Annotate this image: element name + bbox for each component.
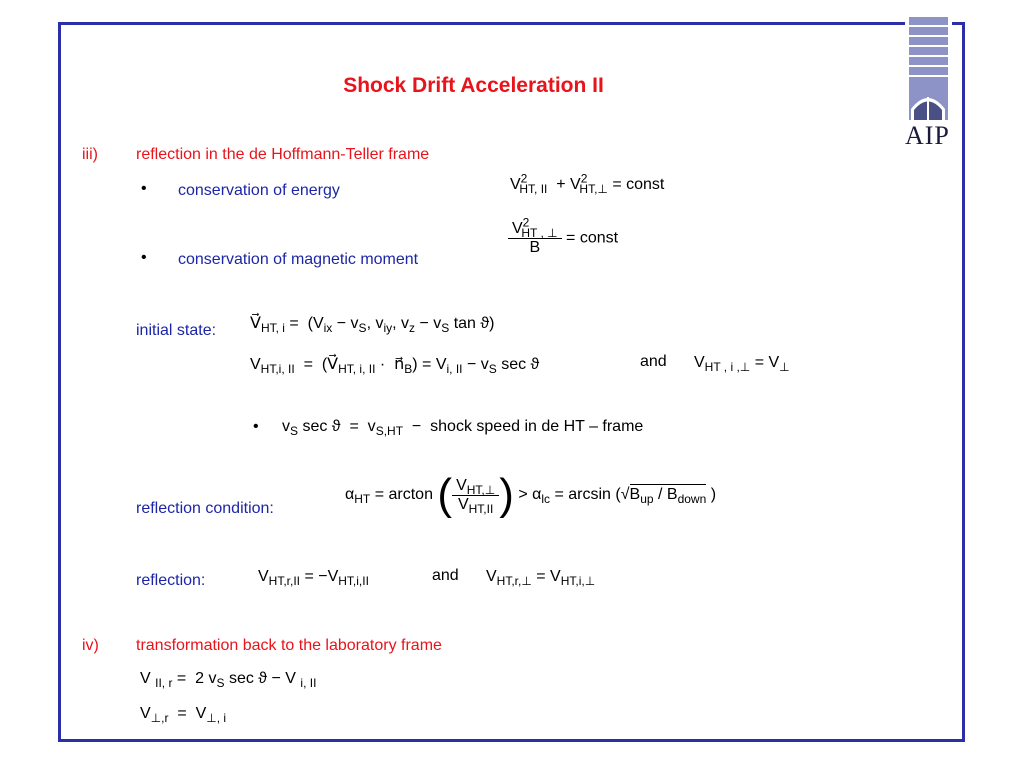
reflection-and-label: and (432, 567, 459, 584)
equation-lab-perp: V⊥,r = V⊥, i (140, 705, 227, 726)
section-heading-iii: reflection in the de Hoffmann-Teller fra… (136, 146, 430, 163)
and-label: and (640, 353, 667, 370)
section-heading-iv: transformation back to the laboratory fr… (136, 637, 442, 654)
initial-state-label: initial state: (136, 322, 217, 339)
equation-perp: VHT , i ,⊥ = V⊥ (694, 354, 790, 375)
bullet-icon: • (141, 249, 147, 266)
equation-initial-state: V⃗HT, i = (Vix − vS, viy, vz − vS tan ϑ) (250, 315, 495, 336)
equation-reflection-perp: VHT,r,⊥ = VHT,i,⊥ (486, 568, 596, 589)
section-label-iv: iv) (82, 637, 99, 654)
equation-reflection-parallel: VHT,r,II = −VHT,i,II (258, 568, 369, 589)
equation-parallel: VHT,i, II = (V⃗HT, i, II · n⃗B) = Vi, II… (250, 356, 540, 377)
section-label-iii: iii) (82, 146, 98, 163)
equation-shock-speed: vS sec ϑ = vS,HT − shock speed in de HT … (282, 418, 644, 439)
bullet-moment: conservation of magnetic moment (178, 251, 419, 268)
bullet-icon: • (141, 180, 147, 197)
reflection-label: reflection: (136, 572, 206, 589)
equation-reflection-condition: αHT = arcton ( VHT,⊥ VHT,II ) > αlc = ar… (345, 470, 717, 519)
equation-moment: V2HT , ⊥ B = const (508, 217, 618, 257)
equation-lab-parallel: V II, r = 2 vS sec ϑ − V i, II (140, 670, 317, 691)
bullet-energy: conservation of energy (178, 182, 340, 199)
reflection-condition-label: reflection condition: (136, 500, 274, 517)
bullet-icon: • (253, 418, 259, 435)
equation-energy: V2HT, II + V2HT,⊥ = const (510, 171, 665, 197)
slide-frame (58, 22, 965, 742)
aip-logo-icon (905, 17, 952, 120)
logo-text: AIP (905, 121, 950, 150)
page-title: Shock Drift Acceleration II (343, 74, 604, 97)
